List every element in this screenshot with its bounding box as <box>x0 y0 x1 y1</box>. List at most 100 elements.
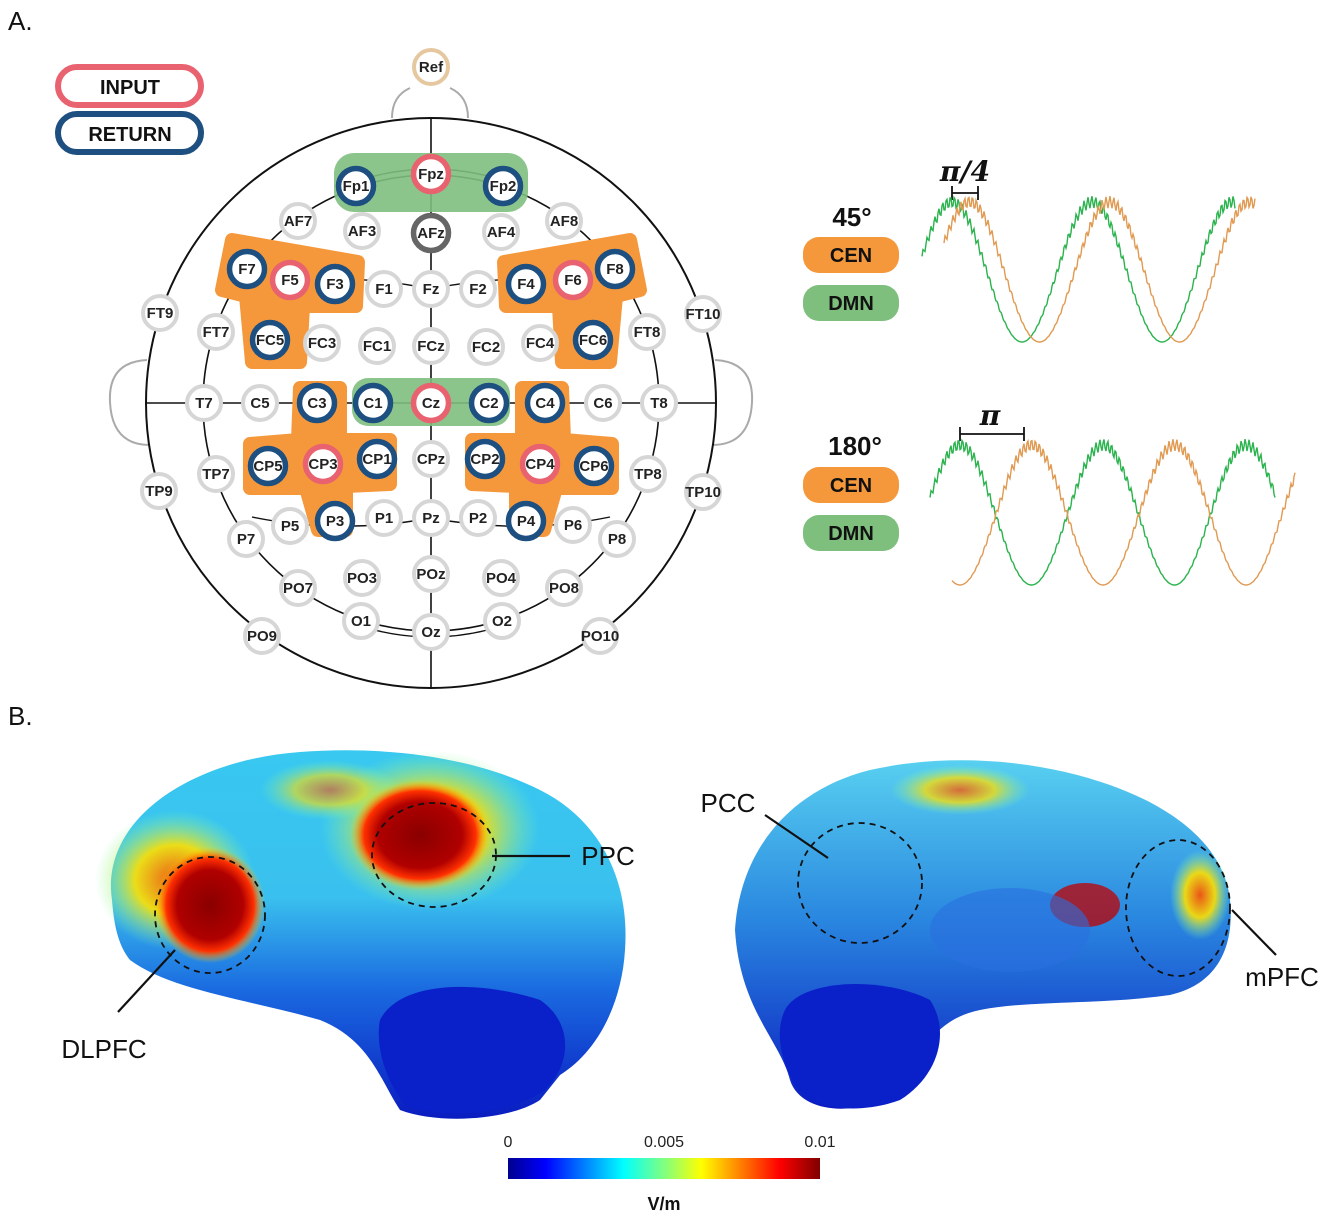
electrode-o2: O2 <box>483 602 521 640</box>
electrode-label: PO7 <box>283 580 313 597</box>
electrode-label: T8 <box>650 395 668 412</box>
electrode-label: TP7 <box>202 466 230 483</box>
colorbar-tick-max: 0.01 <box>804 1134 835 1151</box>
electrode-label: CP1 <box>362 451 391 468</box>
phase-bracket-45 <box>951 186 979 200</box>
electrode-label: CP3 <box>308 456 337 473</box>
electrode-label: Fp2 <box>490 178 517 195</box>
electrode-cp3: CP3 <box>302 443 344 485</box>
electrode-ring <box>410 153 452 195</box>
legend: INPUT RETURN <box>55 64 204 155</box>
electrode-label: C5 <box>250 395 269 412</box>
electrode-ring <box>356 438 398 480</box>
electrode-cp6: CP6 <box>573 445 615 487</box>
electrode-ring <box>482 165 524 207</box>
colorbar: 0 0.005 0.01 V/m <box>504 1134 836 1214</box>
dmn-label-180: DMN <box>828 523 874 545</box>
electrode-ft9: FT9 <box>141 294 179 332</box>
electrode-t8: T8 <box>640 384 678 422</box>
electrode-c1: C1 <box>352 382 394 424</box>
electrode-ring <box>505 500 547 542</box>
electrode-ring <box>358 327 396 365</box>
electrode-label: C3 <box>307 395 326 412</box>
dlpfc-circle <box>154 856 266 974</box>
electrode-ring <box>482 559 520 597</box>
cen-pill-45 <box>803 237 899 273</box>
dmn-pill-45 <box>803 285 899 321</box>
electrode-ring <box>684 473 722 511</box>
electrode-f5: F5 <box>269 259 311 301</box>
electrode-label: F4 <box>517 276 535 293</box>
electrode-f7: F7 <box>226 248 268 290</box>
electrode-f2: F2 <box>459 270 497 308</box>
electrode-po8: PO8 <box>545 569 583 607</box>
electrode-ring <box>505 263 547 305</box>
electrode-p4: P4 <box>505 500 547 542</box>
electrode-label: FT8 <box>634 324 661 341</box>
electrode-ring <box>552 259 594 301</box>
electrode-label: FC4 <box>526 335 555 352</box>
electrode-label: F5 <box>281 272 299 289</box>
electrode-af7: AF7 <box>279 202 317 240</box>
electrode-p6: P6 <box>554 506 592 544</box>
electrode-ring <box>343 559 381 597</box>
electrode-label: FC2 <box>472 339 500 356</box>
electrode-ring <box>269 259 311 301</box>
electrode-pz: Pz <box>412 499 450 537</box>
electrode-label: Oz <box>421 624 440 641</box>
electrode-ring <box>412 555 450 593</box>
colorbar-gradient <box>508 1158 820 1179</box>
electrode-cp4: CP4 <box>519 443 561 485</box>
electrode-ring <box>279 202 317 240</box>
electrode-ring <box>482 213 520 251</box>
electrode-label: FC3 <box>308 335 336 352</box>
electrode-po9: PO9 <box>243 617 281 655</box>
electrode-p7: P7 <box>227 520 265 558</box>
electrode-ring <box>412 499 450 537</box>
dlpfc-hotspot <box>155 847 265 963</box>
electrode-ft10: FT10 <box>684 295 722 333</box>
electrode-fc6: FC6 <box>572 319 614 361</box>
electrode-af3: AF3 <box>343 212 381 250</box>
electrode-ring <box>352 382 394 424</box>
electrode-fc3: FC3 <box>303 324 341 362</box>
electrode-ring <box>302 443 344 485</box>
electrode-ring <box>459 270 497 308</box>
electrode-label: FC6 <box>579 332 607 349</box>
electrode-ring <box>335 165 377 207</box>
legend-return-pill <box>55 111 204 155</box>
electrode-ring <box>554 506 592 544</box>
electrode-ring <box>545 202 583 240</box>
electrode-fp2: Fp2 <box>482 165 524 207</box>
electrode-fpz: Fpz <box>410 153 452 195</box>
electrode-ring <box>459 499 497 537</box>
electrode-label: PO9 <box>247 628 277 645</box>
electrode-fc4: FC4 <box>521 324 559 362</box>
dmn-pill-180 <box>803 515 899 551</box>
electrode-label: FT7 <box>203 324 230 341</box>
electrode-label: P8 <box>608 531 626 548</box>
cen-pill-180 <box>803 467 899 503</box>
electrode-ring <box>241 384 279 422</box>
electrode-o1: O1 <box>342 602 380 640</box>
electrode-ring <box>594 248 636 290</box>
electrode-c5: C5 <box>241 384 279 422</box>
colorbar-tick-min: 0 <box>504 1134 513 1151</box>
electrode-fc1: FC1 <box>358 327 396 365</box>
electrode-label: FT9 <box>147 305 174 322</box>
electrode-ring <box>467 328 505 366</box>
electrode-ring <box>303 324 341 362</box>
electrode-tp10: TP10 <box>684 473 722 511</box>
electrode-f3: F3 <box>314 263 356 305</box>
electrode-label: P5 <box>281 518 299 535</box>
electrode-ring <box>227 520 265 558</box>
electrode-t7: T7 <box>185 384 223 422</box>
electrode-label: C1 <box>363 395 382 412</box>
electrode-label: Fpz <box>418 166 444 183</box>
electrode-ft8: FT8 <box>628 313 666 351</box>
electrode-label: P3 <box>326 513 344 530</box>
electrode-fz: Fz <box>412 270 450 308</box>
electrode-ring <box>185 384 223 422</box>
electrode-ring <box>197 313 235 351</box>
